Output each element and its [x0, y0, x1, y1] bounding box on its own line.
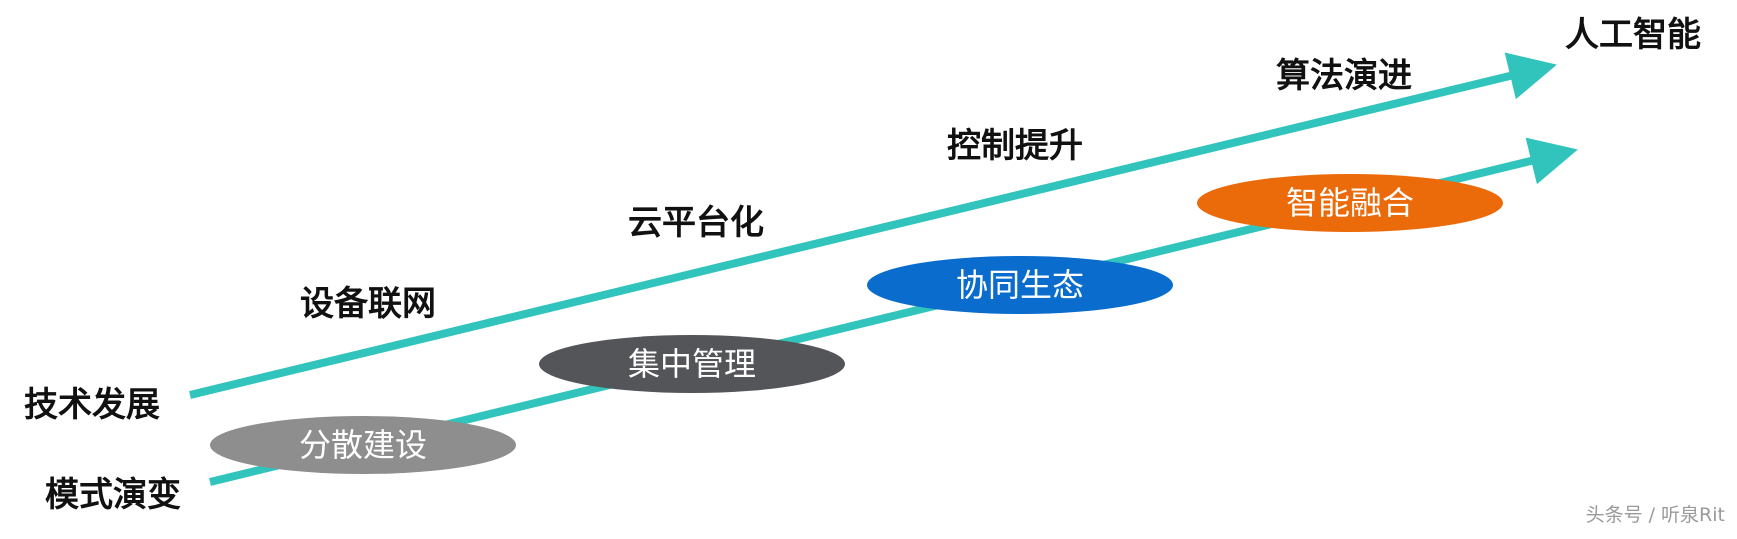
- model-track-title: 模式演变: [45, 475, 181, 515]
- tech-end-label: 人工智能: [1565, 15, 1701, 55]
- stage-oval-2: [539, 335, 845, 393]
- tech-arrow: [189, 52, 1557, 399]
- stage-oval-1: [210, 416, 516, 474]
- tech-track-title: 技术发展: [24, 385, 160, 425]
- tech-stage-4: 算法演进: [1276, 56, 1412, 96]
- stage-oval-4: [1197, 174, 1503, 232]
- model-stage-4: 智能融合: [1285, 184, 1415, 222]
- watermark: 头条号 / 听泉Rit: [1585, 504, 1725, 526]
- tech-stage-3: 控制提升: [947, 126, 1083, 166]
- model-stage-2: 集中管理: [627, 345, 757, 383]
- tech-stage-1: 设备联网: [300, 284, 436, 324]
- tech-stage-2: 云平台化: [628, 203, 764, 243]
- stage-oval-3: [867, 256, 1173, 314]
- model-stage-3: 协同生态: [955, 266, 1085, 304]
- model-stage-1: 分散建设: [298, 426, 428, 464]
